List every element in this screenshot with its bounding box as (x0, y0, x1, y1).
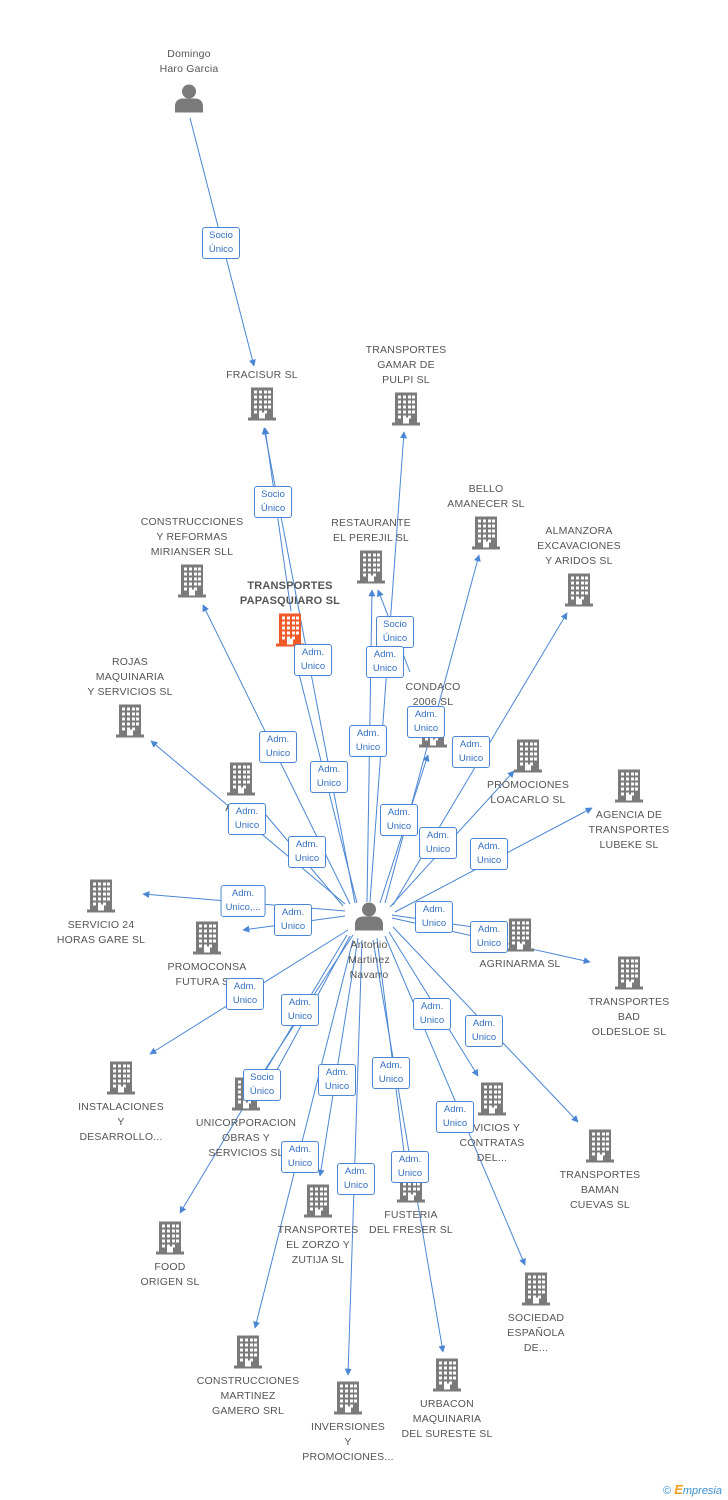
company-name-loacarlo[interactable]: PROMOCIONES LOACARLO SL (486, 779, 570, 806)
relationship-label: Socio Único (243, 1069, 281, 1101)
building-icon[interactable] (615, 769, 643, 808)
company-name-baman[interactable]: TRANSPORTES BAMAN CUEVAS SL (559, 1169, 641, 1211)
company-name-almanzora[interactable]: ALMANZORA EXCAVACIONES Y ARIDOS SL (537, 525, 621, 567)
relationship-label: Adm. Unico (436, 1101, 474, 1133)
company-name-papasquiaro[interactable]: TRANSPORTES PAPASQUIARO SL (239, 580, 341, 607)
relationship-label: Adm. Unico (465, 1015, 503, 1047)
edge-fracisur-to-papasquiaro (262, 427, 292, 612)
building-icon[interactable] (193, 921, 221, 960)
building-icon[interactable] (334, 1381, 362, 1420)
relationship-label: Adm. Unico (415, 901, 453, 933)
company-name-servicios[interactable]: ...VICIOS Y CONTRATAS DEL... (459, 1122, 525, 1164)
building-icon[interactable] (357, 550, 385, 589)
company-name-fracisur[interactable]: FRACISUR SL (226, 369, 298, 381)
building-icon[interactable] (87, 879, 115, 918)
relationship-label: Adm. Unico (419, 827, 457, 859)
building-icon[interactable] (304, 1184, 332, 1223)
relationship-label: Adm. Unico (228, 803, 266, 835)
building-icon[interactable] (107, 1061, 135, 1100)
building-icon[interactable] (227, 762, 255, 801)
relationship-label: Adm. Unico (281, 994, 319, 1026)
company-name-gamar[interactable]: TRANSPORTES GAMAR DE PULPI SL (365, 344, 447, 386)
relationship-label: Adm. Unico (310, 761, 348, 793)
building-icon[interactable] (433, 1358, 461, 1397)
building-icon[interactable] (514, 739, 542, 778)
relationship-label: Adm. Unico,... (220, 885, 266, 917)
relationship-label: Adm. Unico (274, 904, 312, 936)
relationship-label: Adm. Unico (294, 644, 332, 676)
person-icon[interactable] (354, 901, 384, 936)
edge-antonio-to-freser (376, 937, 409, 1169)
building-icon[interactable] (472, 516, 500, 555)
relationship-label: Adm. Unico (318, 1064, 356, 1096)
building-icon[interactable] (615, 956, 643, 995)
edge-antonio-to-urbacon (372, 939, 446, 1353)
edge-antonio-to-zorzo (317, 937, 359, 1177)
company-name-zorzo[interactable]: TRANSPORTES EL ZORZO Y ZUTIJA SL (277, 1224, 359, 1266)
edge-antonio-to-sociedad (384, 935, 526, 1266)
building-icon[interactable] (234, 1335, 262, 1374)
company-name-gamero[interactable]: CONSTRUCCIONES MARTINEZ GAMERO SRL (196, 1375, 300, 1417)
company-name-urbacon[interactable]: URBACON MAQUINARIA DEL SURESTE SL (401, 1398, 493, 1440)
company-name-instalaciones[interactable]: INSTALACIONES Y DESARROLLO... (78, 1101, 164, 1143)
building-icon[interactable] (156, 1221, 184, 1260)
edge-antonio-to-gamero (253, 939, 354, 1329)
copyright-symbol: © (663, 1485, 672, 1497)
relationship-label: Socio Único (254, 486, 292, 518)
building-icon[interactable] (506, 918, 534, 957)
building-icon[interactable] (478, 1082, 506, 1121)
person-name-antonio[interactable]: Antonio Martinez Navarro (348, 939, 390, 981)
brand-name: mpresia (682, 1485, 722, 1497)
relationship-label: Socio Único (376, 616, 414, 648)
company-name-rojas[interactable]: ROJAS MAQUINARIA Y SERVICIOS SL (87, 656, 173, 698)
company-name-agrinarma[interactable]: AGRINARMA SL (479, 958, 561, 970)
relationship-label: Adm. Unico (226, 978, 264, 1010)
company-name-mirianser[interactable]: CONSTRUCCIONES Y REFORMAS MIRIANSER SLL (140, 516, 244, 558)
company-name-condaco[interactable]: CONDACO 2006 SL (405, 681, 461, 708)
relationship-label: Adm. Unico (281, 1141, 319, 1173)
relationship-label: Adm. Unico (288, 836, 326, 868)
brand-e: E (674, 1482, 683, 1497)
relationship-label: Socio Único (202, 227, 240, 259)
relationship-label: Adm. Unico (380, 804, 418, 836)
company-name-food[interactable]: FOOD ORIGEN SL (140, 1261, 200, 1288)
relationship-label: Adm. Unico (470, 838, 508, 870)
person-icon[interactable] (174, 83, 204, 118)
company-name-sociedad[interactable]: SOCIEDAD ESPAÑOLA DE... (507, 1312, 565, 1354)
empresia-brand: © Empresia (663, 1482, 722, 1497)
building-icon[interactable] (392, 392, 420, 431)
company-name-inversiones[interactable]: INVERSIONES Y PROMOCIONES... (302, 1421, 394, 1463)
relationship-label: Adm. Unico (391, 1151, 429, 1183)
person-name-domingo[interactable]: Domingo Haro Garcia (159, 48, 219, 75)
relationship-label: Adm. Unico (337, 1163, 375, 1195)
company-name-freser[interactable]: FUSTERIA DEL FRESER SL (369, 1209, 453, 1236)
relationship-label: Adm. Unico (470, 921, 508, 953)
relationship-label: Adm. Unico (366, 646, 404, 678)
building-icon[interactable] (565, 573, 593, 612)
relationship-label: Adm. Unico (407, 706, 445, 738)
edge-antonio-to-inversiones (344, 939, 363, 1376)
building-icon[interactable] (248, 387, 276, 426)
company-name-perejil[interactable]: RESTAURANTE EL PEREJIL SL (331, 517, 411, 544)
building-icon[interactable] (522, 1272, 550, 1311)
building-icon[interactable] (586, 1129, 614, 1168)
company-name-lubeke[interactable]: AGENCIA DE TRANSPORTES LUBEKE SL (588, 809, 670, 851)
company-name-bello[interactable]: BELLO AMANECER SL (447, 483, 525, 510)
relationship-label: Adm. Unico (259, 731, 297, 763)
relationship-label: Adm. Unico (349, 725, 387, 757)
relationship-label: Adm. Unico (372, 1057, 410, 1089)
relationship-label: Adm. Unico (452, 736, 490, 768)
company-name-servicio24[interactable]: SERVICIO 24 HORAS GARE SL (56, 919, 146, 946)
building-icon[interactable] (178, 564, 206, 603)
main-company-building-icon[interactable] (276, 613, 304, 652)
company-name-unicorporacion[interactable]: UNICORPORACION OBRAS Y SERVICIOS SL (195, 1117, 297, 1159)
building-icon[interactable] (116, 704, 144, 743)
company-name-oldesloe[interactable]: TRANSPORTES BAD OLDESLOE SL (588, 996, 670, 1038)
relationship-label: Adm. Unico (413, 998, 451, 1030)
